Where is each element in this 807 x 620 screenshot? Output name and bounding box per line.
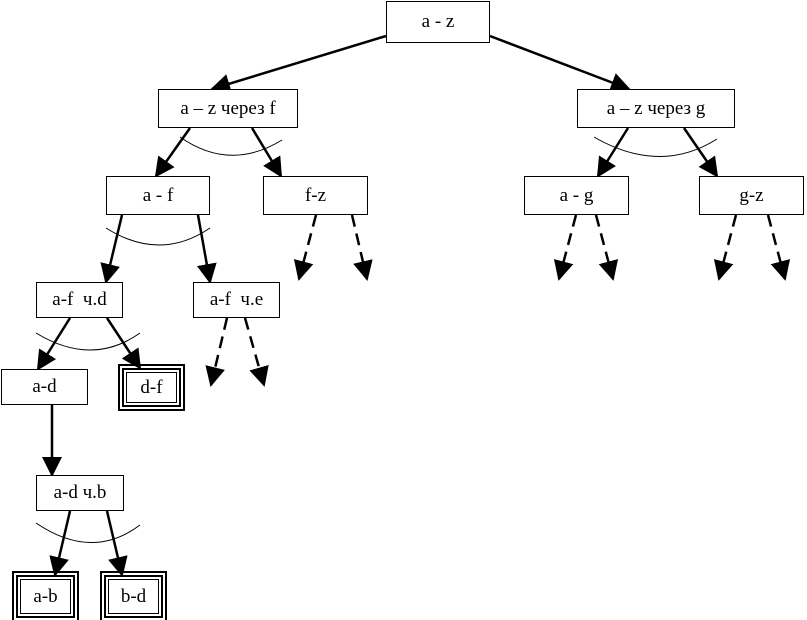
dashed-branch-ag-1 xyxy=(553,214,578,281)
edge-split-g-to-gz xyxy=(682,127,719,178)
edge-af-to-af-e xyxy=(196,214,217,284)
tree-node-label: a-d xyxy=(32,376,57,397)
edge-root-to-split-g xyxy=(489,34,631,92)
edge-split-g-to-ag xyxy=(596,127,630,178)
tree-node-root: a - z xyxy=(386,1,490,43)
tree-node-label: g-z xyxy=(739,184,764,206)
tree-node-split-g: a – z через g xyxy=(577,89,735,128)
tree-node-fz: f-z xyxy=(263,176,368,215)
tree-node-bd: b-d xyxy=(100,571,167,620)
tree-node-af-e: a-f ч.e xyxy=(193,282,280,318)
split-arc-split-g xyxy=(593,136,718,157)
tree-node-label: a - g xyxy=(559,184,594,206)
tree-node-split-f: a – z через f xyxy=(158,89,298,128)
tree-node-ab: a-b xyxy=(12,571,79,620)
dashed-branch-gz-1 xyxy=(713,214,738,281)
tree-node-df: d-f xyxy=(118,364,185,411)
tree-node-af-d: a-f ч.d xyxy=(36,282,123,318)
split-arc-ad-b xyxy=(35,522,141,543)
edge-af-to-af-d xyxy=(100,214,124,284)
tree-node-label: a – z через g xyxy=(606,97,706,119)
dashed-branch-af-e-2 xyxy=(243,317,269,387)
edge-af-d-to-ad xyxy=(36,317,72,371)
tree-node-label: a-d ч.b xyxy=(53,482,107,503)
tree-node-label: a - z xyxy=(421,11,455,32)
tree-node-label: d-f xyxy=(140,376,163,398)
tree-node-label: a - f xyxy=(142,184,174,206)
edge-root-to-split-f xyxy=(210,34,387,94)
tree-node-label: f-z xyxy=(304,184,327,206)
tree-node-ag: a - g xyxy=(524,176,629,215)
tree-node-gz: g-z xyxy=(699,176,804,215)
edge-ad-b-to-ab xyxy=(49,510,72,577)
dashed-branch-fz-2 xyxy=(350,214,373,281)
edge-split-f-to-fz xyxy=(250,127,283,178)
tree-node-label: a-b xyxy=(33,585,58,607)
split-arc-split-f xyxy=(179,136,283,156)
split-arc-af xyxy=(105,227,211,246)
edge-split-f-to-af xyxy=(154,127,192,178)
tree-node-label: a-f ч.e xyxy=(209,289,264,310)
tree-node-ad: a-d xyxy=(1,369,88,405)
split-arc-af-d xyxy=(35,332,141,351)
dashed-branch-gz-2 xyxy=(766,214,791,281)
tree-node-label: a – z через f xyxy=(180,97,276,119)
edge-ad-b-to-bd xyxy=(105,510,128,577)
tree-node-ad-b: a-d ч.b xyxy=(36,475,124,511)
tree-node-label: a-f ч.d xyxy=(52,289,107,310)
tree-node-label: b-d xyxy=(120,585,147,607)
dashed-branch-fz-1 xyxy=(293,214,318,281)
tree-node-af: a - f xyxy=(106,176,210,215)
dashed-branch-ag-2 xyxy=(594,214,619,281)
dashed-branch-af-e-1 xyxy=(205,317,229,387)
